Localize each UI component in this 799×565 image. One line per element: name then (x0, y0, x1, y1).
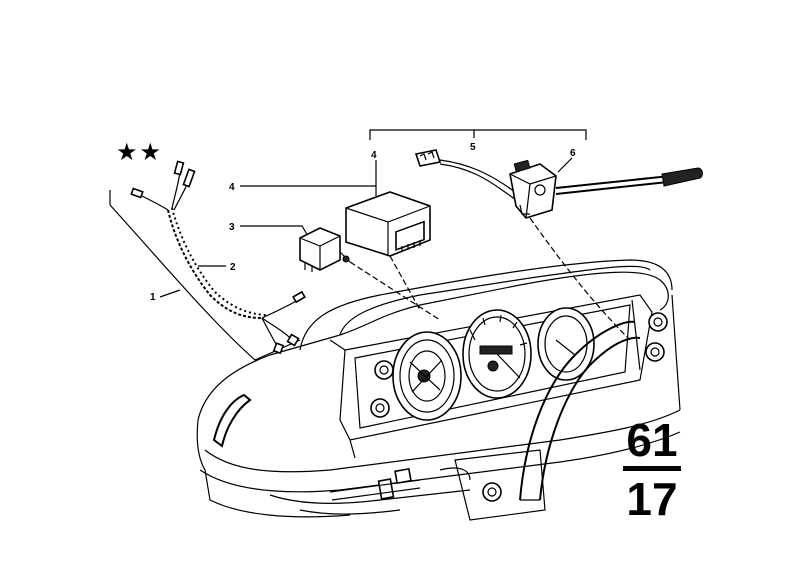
callout-4: 4 (229, 182, 235, 193)
group-number-top: 61 (626, 414, 678, 466)
star-markers: ★★ (116, 138, 164, 166)
group-number-divider (623, 466, 681, 471)
steering-wheel (519, 320, 641, 501)
callout-5: 5 (470, 142, 476, 153)
relay (240, 225, 441, 321)
callout-1: 1 (150, 292, 156, 303)
group-number: 61 17 (612, 417, 692, 522)
callout-2: 2 (230, 262, 236, 273)
control-unit (240, 160, 431, 311)
callout-6: 6 (570, 148, 576, 159)
switch-assembly (369, 129, 703, 341)
dashboard (196, 259, 681, 521)
group-number-bottom: 17 (626, 473, 678, 525)
instrument-cluster (329, 294, 681, 459)
callout-3: 3 (229, 222, 235, 233)
wiring-harness (109, 160, 306, 361)
callout-4-secondary: 4 (371, 150, 377, 161)
